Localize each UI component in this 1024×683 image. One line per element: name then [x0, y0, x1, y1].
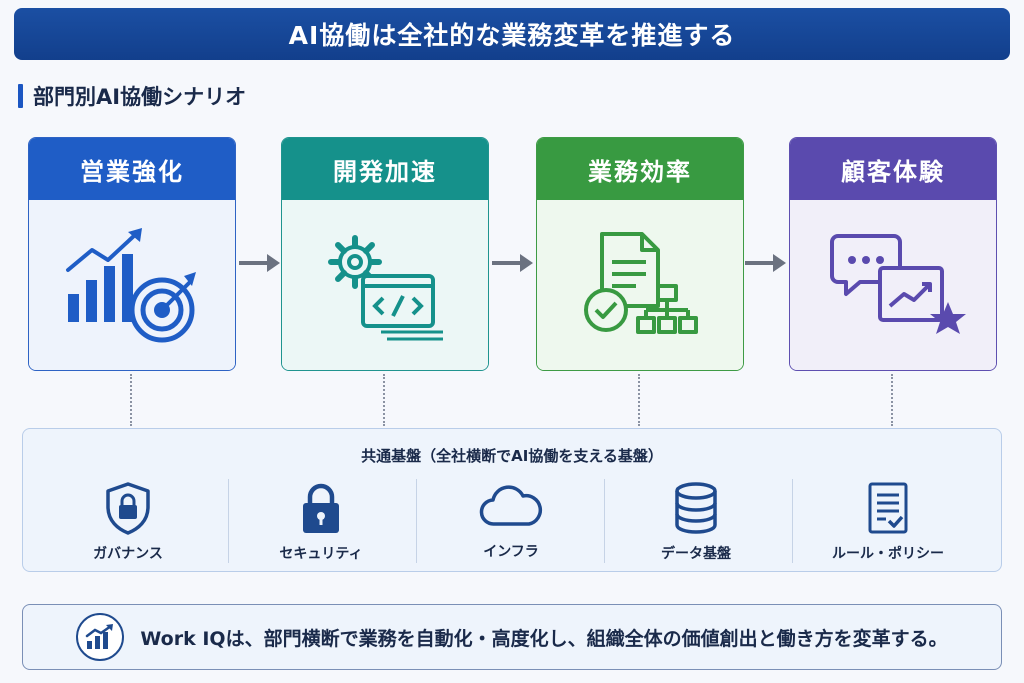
department-card-dev: 開発加速	[281, 137, 489, 371]
document-flow-icon	[584, 232, 698, 334]
department-card-cx: 顧客体験	[789, 137, 997, 371]
heading-accent-bar	[18, 84, 23, 108]
platform-item-label: ガバナンス	[93, 546, 163, 562]
dotted-connector	[130, 374, 132, 426]
platform-item-security: セキュリティ	[226, 481, 416, 562]
platform-title: 共通基盤（全社横断でAI協働を支える基盤）	[361, 447, 663, 465]
platform-item-data: データ基盤	[601, 481, 791, 562]
department-name-cx: 顧客体験	[790, 138, 996, 200]
section-heading-text: 部門別AI協働シナリオ	[33, 85, 247, 109]
department-card-sales: 営業強化	[28, 137, 236, 371]
platform-item-infra: インフラ	[416, 481, 606, 561]
growth-chart-icon	[76, 613, 125, 661]
common-platform-panel: 共通基盤（全社横断でAI協働を支える基盤） ガバナンス セキュリティ	[22, 428, 1002, 572]
dotted-connector	[383, 374, 385, 426]
checklist-icon	[868, 482, 908, 534]
divider	[604, 479, 605, 563]
footer-text: Work IQは、部門横断で業務を自動化・高度化し、組織全体の価値創出と働き方を…	[140, 627, 948, 650]
department-name-dev: 開発加速	[282, 138, 488, 200]
platform-item-label: セキュリティ	[279, 546, 363, 562]
chart-target-icon	[66, 228, 196, 343]
dotted-connector	[638, 374, 640, 426]
divider	[228, 479, 229, 563]
platform-item-label: ルール・ポリシー	[832, 546, 944, 562]
arrow-right-icon	[239, 254, 280, 272]
arrow-right-icon	[745, 254, 786, 272]
department-name-sales: 営業強化	[29, 138, 235, 200]
platform-item-label: インフラ	[483, 544, 539, 560]
department-name-ops: 業務効率	[537, 138, 743, 200]
dotted-connector	[891, 374, 893, 426]
page-title: AI協働は全社的な業務変革を推進する	[14, 8, 1010, 60]
department-card-ops: 業務効率	[536, 137, 744, 371]
footer-statement: Work IQは、部門横断で業務を自動化・高度化し、組織全体の価値創出と働き方を…	[22, 604, 1002, 670]
platform-item-governance: ガバナンス	[33, 481, 223, 562]
divider	[792, 479, 793, 563]
platform-item-label: データ基盤	[661, 546, 731, 562]
shield-lock-icon	[106, 482, 150, 535]
database-icon	[675, 482, 717, 534]
divider	[416, 479, 417, 563]
section-heading: 部門別AI協働シナリオ	[18, 82, 246, 110]
padlock-icon	[303, 483, 339, 533]
cloud-icon	[479, 485, 542, 526]
arrow-right-icon	[492, 254, 533, 272]
gear-code-icon	[328, 235, 443, 341]
chat-star-icon	[830, 234, 966, 334]
platform-item-policy: ルール・ポリシー	[793, 481, 983, 562]
